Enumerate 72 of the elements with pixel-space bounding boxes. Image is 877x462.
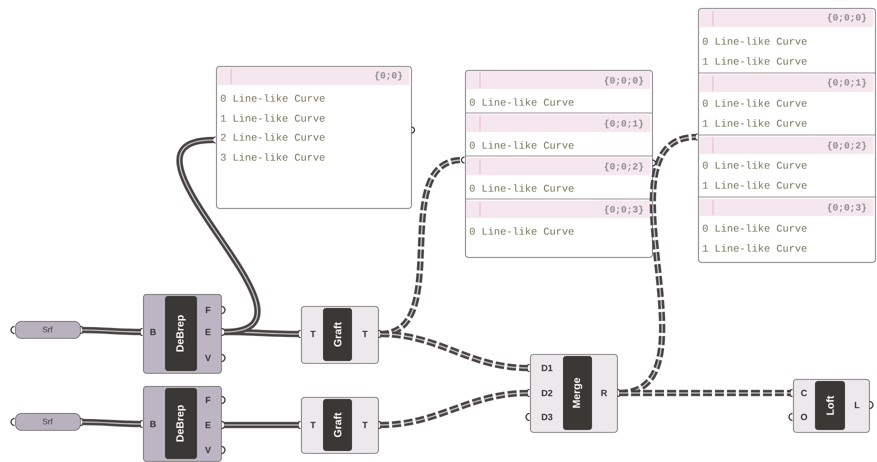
port-label: R [601,390,608,396]
list-item: 1 Line-like Curve [702,244,807,252]
component-name: Loft [826,396,834,415]
component-block [138,294,226,374]
component-name: Graft [334,412,342,438]
component-name: DeBrep [176,315,186,352]
list-item: 0 Line-like Curve [702,37,807,45]
port-label: B [150,328,156,336]
wire [177,136,260,336]
wire [224,422,299,428]
component-name: Srf [42,326,53,332]
component-name: Srf [42,418,53,424]
list-item: 2 Line-like Curve [220,133,325,141]
component-block [138,386,226,462]
wire [618,134,697,396]
port-label: B [150,420,156,428]
branch-path: {0;0;2} [604,162,643,172]
port-label: T [362,330,368,338]
wire [379,156,463,338]
list-item: 1 Line-like Curve [702,57,807,65]
branch-path: {0;0;2} [828,142,866,150]
component-block [296,397,383,454]
list-item: 0 Line-like Curve [470,227,574,235]
component-name: Graft [334,322,342,347]
wire [380,390,528,428]
wire [82,418,142,428]
branch-path: {0;0;1} [604,120,643,128]
port-label: C [801,390,807,396]
port-label: V [205,354,211,362]
list-item: 0 Line-like Curve [220,94,325,102]
branch-path: {0;0} [375,72,402,80]
port-label: D1 [542,364,552,372]
list-item: 0 Line-like Curve [702,161,807,169]
component-block [296,306,383,364]
port-label: E [206,422,211,428]
branch-path: {0;0;0} [828,14,866,22]
component-block [10,321,85,339]
port-label: L [854,402,860,408]
port-label: O [800,414,808,420]
port-label: D2 [542,390,552,396]
list-item: 1 Line-like Curve [220,114,325,122]
data-panel [694,8,876,263]
component-block [525,354,622,433]
list-item: 1 Line-like Curve [702,119,807,127]
branch-path: {0;0;3} [828,204,866,212]
branch-path: {0;0;0} [604,76,643,86]
wire [619,390,791,396]
wire [82,326,142,336]
port-label: F [206,396,210,404]
port-label: F [206,306,210,314]
list-item: 0 Line-like Curve [702,224,807,232]
data-panel [460,70,656,258]
list-item: 0 Line-like Curve [470,184,574,192]
component-block [788,379,874,433]
branch-path: {0;0;3} [604,206,643,214]
data-panel [212,66,416,209]
port-label: D3 [542,414,552,420]
component-name: Merge [572,378,582,408]
list-item: 0 Line-like Curve [470,98,574,106]
list-item: 0 Line-like Curve [702,99,807,107]
list-item: 0 Line-like Curve [470,141,574,149]
component-name: DeBrep [176,405,186,442]
port-label: E [206,328,211,336]
wire [380,330,528,372]
port-label: T [310,422,316,428]
list-item: 3 Line-like Curve [220,153,325,161]
port-label: V [205,446,211,454]
port-label: T [362,422,368,428]
branch-path: {0;0;1} [828,78,866,88]
component-block [10,413,85,431]
port-label: T [310,330,316,338]
list-item: 1 Line-like Curve [702,181,807,189]
